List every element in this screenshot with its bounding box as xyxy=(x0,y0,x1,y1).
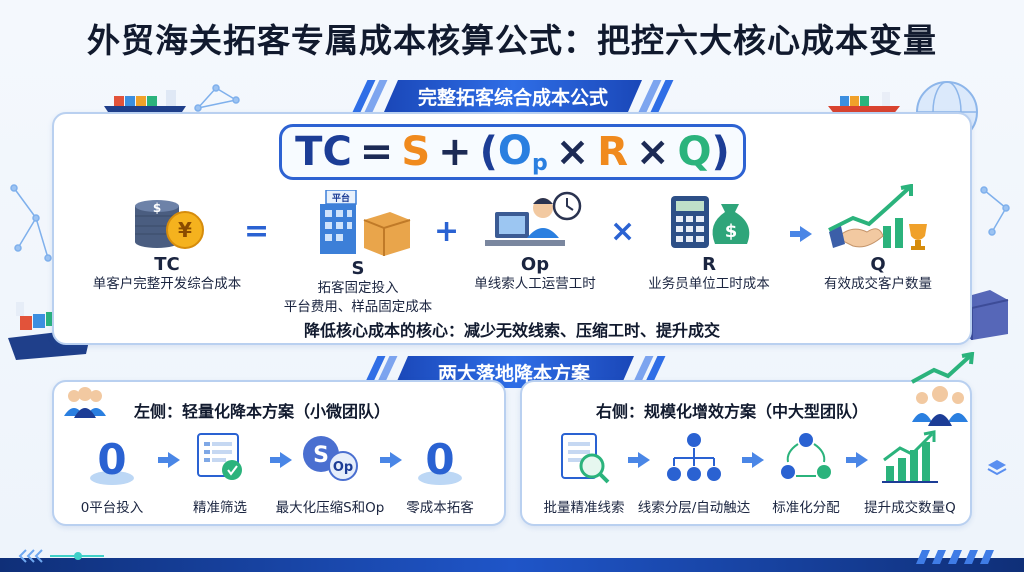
lead-search-icon xyxy=(561,433,610,484)
step-label: 零成本拓客 xyxy=(406,500,474,516)
network-nodes-icon xyxy=(10,184,52,262)
formula-q: Q xyxy=(677,129,712,175)
variable-s: 平台 S 拓客固定投入 平台费用、样品固定成本 xyxy=(268,190,448,317)
variable-desc: 业务员单位工时成本 xyxy=(648,276,770,292)
layers-icon xyxy=(987,460,1007,476)
variable-desc: 单线索人工运营工时 xyxy=(474,276,596,292)
left-plan-heading: 左侧：轻量化降本方案（小微团队） xyxy=(134,402,391,421)
variable-desc: 单客户完整开发综合成本 xyxy=(92,276,242,292)
filter-list-icon xyxy=(197,433,242,480)
step-label: 0平台投入 xyxy=(80,500,144,516)
step-label: 精准筛选 xyxy=(193,500,247,516)
coin-stack-icon: ¥ $ xyxy=(135,200,204,249)
right-step-2: 线索分层/自动触达 xyxy=(634,430,754,516)
calculator-moneybag-icon: $ xyxy=(671,196,750,248)
left-step-1: 0 0平台投入 xyxy=(52,430,172,516)
svg-text:¥: ¥ xyxy=(178,218,192,242)
right-plan-heading: 右侧：规模化增效方案（中大型团队） xyxy=(596,402,869,421)
right-step-1: 批量精准线索 xyxy=(524,430,644,516)
core-principle-text: 降低核心成本的核心：减少无效线索、压缩工时、提升成交 xyxy=(303,321,720,340)
step-label: 最大化压缩S和Op xyxy=(275,500,385,516)
variable-code: S xyxy=(351,258,365,279)
svg-text:0: 0 xyxy=(425,435,454,484)
svg-text:S: S xyxy=(313,443,329,468)
svg-text:平台: 平台 xyxy=(332,192,350,204)
footer-bar xyxy=(0,558,1024,572)
variable-r: $ R 业务员单位工时成本 xyxy=(624,190,794,294)
team-icon xyxy=(64,387,106,418)
plus-operator: + xyxy=(434,214,460,249)
team-growth-icon xyxy=(911,352,975,426)
step-label: 标准化分配 xyxy=(772,500,840,516)
page-title: 外贸海关拓客专属成本核算公式：把控六大核心成本变量 xyxy=(87,21,937,60)
formula-s: S xyxy=(401,129,431,175)
arrow-right-icon xyxy=(270,452,292,468)
svg-text:Op: Op xyxy=(333,460,353,475)
formula-op: Op xyxy=(497,128,548,176)
variable-code: TC xyxy=(154,254,180,275)
compress-s-op-icon: S Op xyxy=(303,436,358,481)
formula-tc: TC xyxy=(295,129,352,175)
svg-text:$: $ xyxy=(153,201,161,215)
hierarchy-icon xyxy=(667,433,721,481)
variable-q: Q 有效成交客户数量 xyxy=(798,184,958,294)
variable-code: R xyxy=(702,254,716,275)
distribution-cycle-icon xyxy=(781,433,831,479)
step-label: 线索分层/自动触达 xyxy=(637,500,751,516)
left-step-2: 精准筛选 xyxy=(160,430,280,516)
variable-code: Q xyxy=(870,254,886,275)
formula-r: R xyxy=(597,129,629,175)
formula-banner-text: 完整拓客综合成本公式 xyxy=(384,80,642,112)
arrow-right-icon xyxy=(158,452,180,468)
formula-left-paren: ( xyxy=(479,129,498,175)
step-label: 批量精准线索 xyxy=(543,500,625,516)
formula-plus: + xyxy=(438,129,472,175)
zero-platform-icon: 0 xyxy=(90,435,134,485)
svg-text:0: 0 xyxy=(97,435,126,484)
variable-tc: ¥ $ TC 单客户完整开发综合成本 xyxy=(72,190,262,294)
arrow-right-icon xyxy=(628,452,650,468)
formula-right-paren: ) xyxy=(711,129,730,175)
zero-cost-icon: 0 xyxy=(418,435,462,485)
variable-op: Op 单线索人工运营工时 xyxy=(450,190,620,294)
right-step-3: 标准化分配 xyxy=(746,430,866,516)
variable-desc-detail: 平台费用、样品固定成本 xyxy=(283,299,433,315)
cost-formula: TC = S + ( Op × R × Q ) xyxy=(279,124,746,180)
network-nodes-icon xyxy=(194,84,240,112)
variable-desc: 有效成交客户数量 xyxy=(824,276,932,292)
lightweight-plan-card xyxy=(52,380,506,526)
arrow-right-icon xyxy=(846,452,868,468)
formula-banner: 完整拓客综合成本公式 xyxy=(352,80,674,114)
times-operator: × xyxy=(610,214,636,249)
step-label: 提升成交数量Q xyxy=(864,500,956,516)
arrow-right-icon xyxy=(742,452,764,468)
left-step-4: 0 零成本拓客 xyxy=(380,430,500,516)
formula-times: × xyxy=(636,129,670,175)
formula-equals: = xyxy=(359,129,394,175)
worker-clock-icon xyxy=(485,191,582,246)
formula-times: × xyxy=(555,129,590,175)
arrow-right-icon xyxy=(790,226,812,242)
left-step-3: S Op 最大化压缩S和Op xyxy=(270,430,390,516)
svg-text:$: $ xyxy=(725,221,738,242)
right-step-4: 提升成交数量Q xyxy=(850,430,970,516)
building-box-icon: 平台 xyxy=(320,190,411,256)
stripes-decoration-icon xyxy=(916,550,994,564)
handshake-trophy-icon xyxy=(828,184,927,250)
arrow-right-icon xyxy=(380,452,402,468)
growth-bars-icon xyxy=(882,430,938,483)
variable-code: Op xyxy=(520,254,550,275)
equals-operator: = xyxy=(244,214,270,249)
network-nodes-icon xyxy=(980,186,1010,236)
chevrons-decoration-icon xyxy=(18,549,104,563)
variable-desc: 拓客固定投入 xyxy=(317,280,399,296)
